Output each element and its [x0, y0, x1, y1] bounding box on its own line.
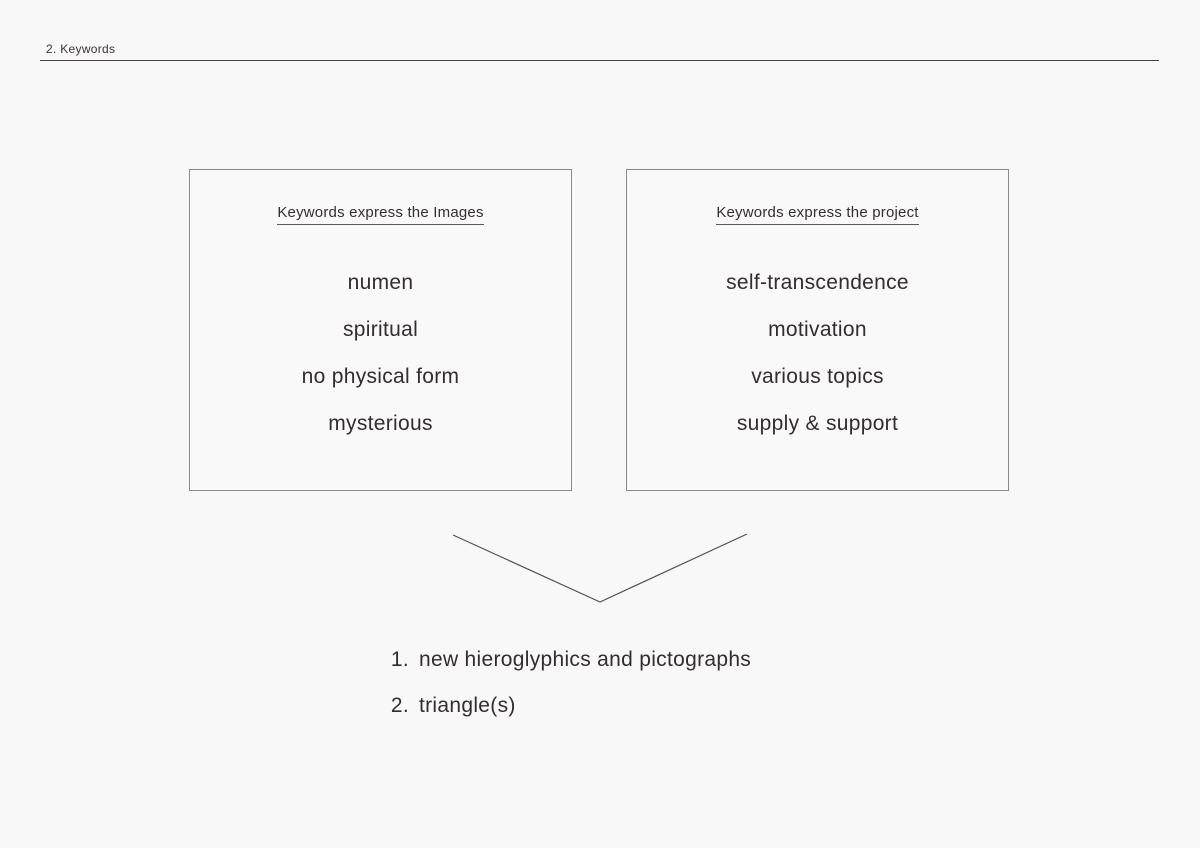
- box-heading-wrap: Keywords express the Images: [190, 170, 571, 225]
- result-number: 2.: [390, 694, 409, 717]
- page-title: 2. Keywords: [46, 42, 116, 56]
- results-list: 1. new hieroglyphics and pictographs 2. …: [388, 637, 751, 729]
- result-text: new hieroglyphics and pictographs: [419, 648, 752, 671]
- result-number: 1.: [390, 648, 409, 671]
- result-text: triangle(s): [419, 694, 516, 717]
- chevron-down-icon: [452, 533, 748, 603]
- keyword-item: self-transcendence: [726, 271, 909, 294]
- keywords-images-heading: Keywords express the Images: [277, 204, 484, 225]
- keyword-boxes-row: Keywords express the Images numen spirit…: [189, 169, 1009, 491]
- keyword-item: numen: [347, 271, 414, 294]
- keyword-item: mysterious: [328, 412, 433, 435]
- keywords-images-box: Keywords express the Images numen spirit…: [189, 169, 572, 491]
- result-item: 1. new hieroglyphics and pictographs: [388, 637, 751, 683]
- keywords-project-list: self-transcendence motivation various to…: [627, 259, 1008, 447]
- keyword-item: motivation: [768, 318, 867, 341]
- header-divider: [40, 60, 1159, 61]
- keywords-project-heading: Keywords express the project: [716, 204, 919, 225]
- merge-chevron: [450, 530, 750, 606]
- keywords-project-box: Keywords express the project self-transc…: [626, 169, 1009, 491]
- keyword-item: no physical form: [301, 365, 460, 388]
- keywords-images-list: numen spiritual no physical form mysteri…: [190, 259, 571, 447]
- keyword-item: spiritual: [342, 318, 419, 341]
- keyword-item: supply & support: [736, 412, 899, 435]
- box-heading-wrap: Keywords express the project: [627, 170, 1008, 225]
- keyword-item: various topics: [751, 365, 884, 388]
- result-item: 2. triangle(s): [388, 683, 751, 729]
